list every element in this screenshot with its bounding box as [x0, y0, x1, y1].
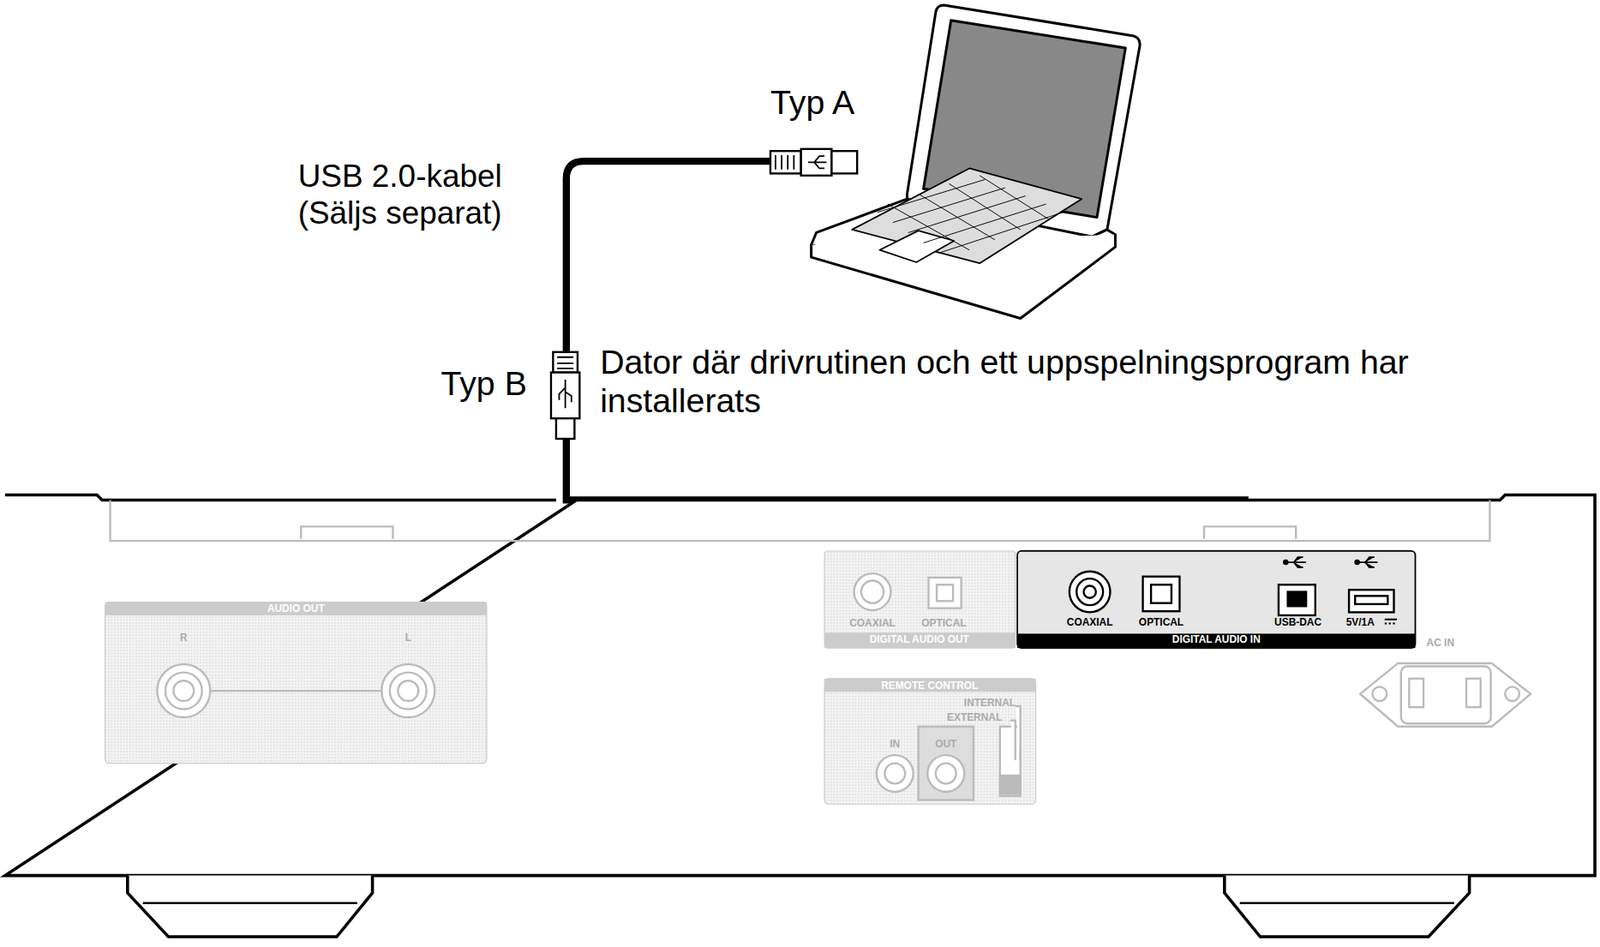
jack-label: OPTICAL [1138, 617, 1184, 628]
connector-label: Typ A [770, 83, 855, 123]
remote-control-panel: REMOTE CONTROL INTERNAL EXTERNAL IN OUT [824, 678, 1036, 804]
cable-label: USB 2.0-kabel (Säljs separat) [298, 158, 549, 232]
jack-label: OPTICAL [921, 618, 966, 630]
jack-label: COAXIAL [1066, 617, 1114, 628]
channel-label: L [405, 632, 412, 643]
panel-heading: AUDIO OUT [267, 604, 325, 615]
jack-label: COAXIAL [849, 618, 896, 630]
audio-out-panel: AUDIO OUT R L [105, 602, 487, 764]
port-label: USB-DAC [1274, 617, 1322, 628]
digital-out-panel: COAXIAL OPTICAL DIGITAL AUDIO OUT [824, 551, 1016, 648]
panel-heading: REMOTE CONTROL [880, 680, 978, 691]
computer-caption: Dator där drivrutinen och ett uppspelnin… [599, 342, 1468, 420]
switch-label: EXTERNAL [946, 712, 1002, 723]
switch-label: INTERNAL [964, 697, 1016, 708]
connector-label: Typ B [440, 364, 527, 403]
port-label: AC IN [1426, 636, 1455, 649]
jack-label: IN [889, 738, 900, 750]
digital-in-panel: COAXIAL OPTICAL USB-DAC 5V/1A DIGITAL AUDIO … [1017, 551, 1415, 648]
jack-label: OUT [934, 738, 957, 750]
panel-heading: DIGITAL AUDIO OUT [869, 635, 970, 646]
channel-label: R [179, 632, 188, 643]
panel-heading: DIGITAL AUDIO IN [1172, 635, 1261, 646]
port-label: 5V/1A [1346, 617, 1375, 628]
